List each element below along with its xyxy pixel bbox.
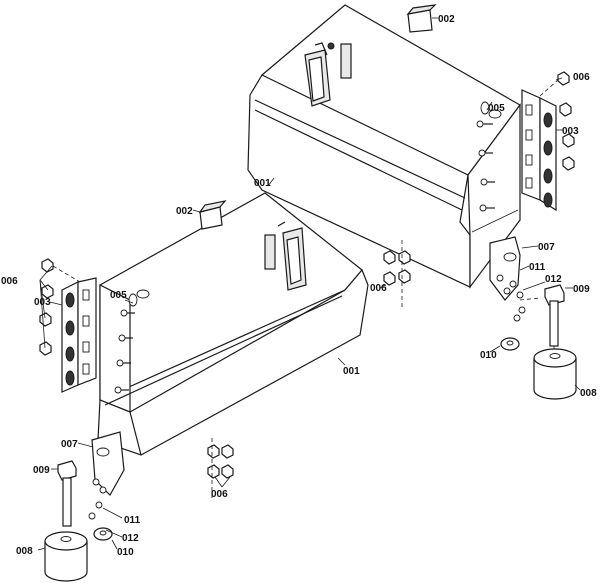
bolt-lower: [57, 460, 77, 527]
label-001-lower: 001: [343, 366, 360, 377]
label-009-upper: 009: [573, 284, 590, 295]
label-010-lower: 010: [117, 547, 134, 558]
label-003-lower: 003: [34, 297, 51, 308]
bracket-upper: [406, 4, 437, 33]
mount-lower: [88, 431, 125, 520]
nuts-upper-right: [539, 71, 575, 171]
weight-block-upper: [247, 4, 521, 289]
hinge-upper: [521, 89, 557, 212]
leader-lines: [37, 17, 581, 551]
handle-upper: [304, 42, 335, 107]
nuts-lower-center: [207, 438, 234, 498]
weight-block-lower: [97, 192, 369, 456]
isolator-lower: [44, 531, 88, 582]
bolt-upper: [544, 284, 565, 352]
label-006-center: 006: [370, 283, 387, 294]
label-011-upper: 011: [529, 262, 546, 273]
label-008-lower: 008: [16, 546, 33, 557]
bracket-lower: [198, 200, 227, 230]
label-010-upper: 010: [480, 350, 497, 361]
washer-lower: [93, 527, 113, 541]
label-007-lower: 007: [61, 439, 78, 450]
label-007-upper: 007: [538, 242, 555, 253]
label-003-upper: 003: [562, 126, 579, 137]
handle-lower: [277, 221, 307, 291]
label-002-upper: 002: [438, 14, 455, 25]
label-005-upper: 005: [488, 103, 505, 114]
label-005-lower: 005: [110, 290, 127, 301]
label-008-upper: 008: [580, 388, 597, 399]
label-006-lower-left: 006: [1, 276, 18, 287]
mount-upper: [489, 236, 541, 322]
washer-upper: [500, 337, 520, 351]
label-011-lower: 011: [124, 515, 141, 526]
label-002-lower: 002: [176, 206, 193, 217]
label-006-lower-center: 006: [211, 489, 228, 500]
label-012-upper: 012: [545, 274, 562, 285]
nuts-center: [383, 240, 411, 310]
label-009-lower: 009: [33, 465, 50, 476]
isolator-upper: [533, 348, 577, 400]
label-001-upper: 001: [254, 178, 271, 189]
part-labels: 001 001 002 002 003 003 005 005 006 006 …: [1, 14, 597, 558]
hinge-lower: [61, 277, 97, 393]
label-006-upper-right: 006: [573, 72, 590, 83]
label-012-lower: 012: [122, 533, 139, 544]
